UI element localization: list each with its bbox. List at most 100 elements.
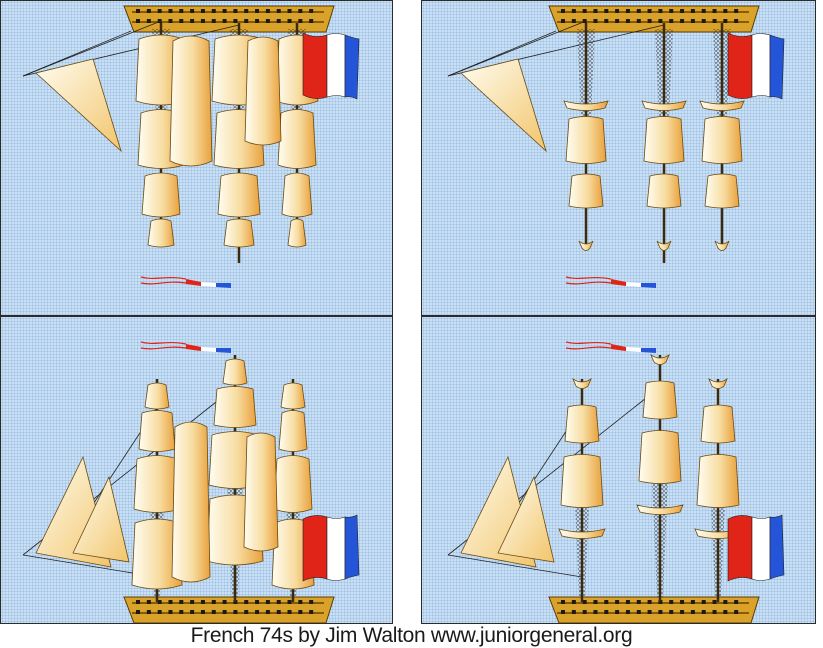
- gunport: [157, 600, 162, 604]
- gunport: [211, 610, 216, 614]
- square-sail: [141, 172, 181, 218]
- gunport: [690, 600, 695, 604]
- gunport: [734, 600, 739, 604]
- gunport: [734, 9, 739, 13]
- furled-sail: [650, 353, 670, 365]
- gunport: [190, 610, 195, 614]
- gunport: [179, 600, 184, 604]
- gunport: [265, 610, 270, 614]
- french-flag-icon: [727, 32, 785, 100]
- square-sail: [642, 380, 678, 420]
- gunport: [658, 610, 663, 614]
- gunport: [200, 19, 205, 23]
- gunport: [712, 19, 717, 23]
- gunport: [561, 610, 565, 614]
- panel-bottom-left[interactable]: [0, 316, 393, 624]
- gunport: [680, 9, 685, 13]
- gunport: [582, 19, 587, 23]
- gunport: [222, 19, 227, 23]
- gunport: [136, 19, 140, 23]
- gunport: [146, 600, 151, 604]
- square-sail: [638, 430, 682, 484]
- gunport: [669, 600, 674, 604]
- gunport: [309, 19, 314, 23]
- gunport: [669, 9, 674, 13]
- gunport: [168, 600, 173, 604]
- square-sail: [287, 218, 307, 248]
- gunport: [647, 19, 652, 23]
- jib-sail: [460, 58, 547, 153]
- gunport: [244, 19, 249, 23]
- gunport: [561, 9, 565, 13]
- gunport: [276, 9, 281, 13]
- gunport: [625, 9, 630, 13]
- square-sail: [704, 173, 740, 209]
- gunport: [561, 600, 565, 604]
- panel-top-right[interactable]: [421, 0, 816, 316]
- square-sail: [280, 382, 306, 410]
- gunport: [701, 610, 706, 614]
- square-sail: [646, 173, 682, 209]
- square-sail: [213, 386, 257, 428]
- french-flag-icon: [302, 514, 360, 582]
- gunport: [298, 9, 303, 13]
- gunport: [690, 19, 695, 23]
- gunport: [200, 9, 205, 13]
- square-sail: [281, 172, 313, 218]
- square-sail: [700, 404, 736, 444]
- gunport: [298, 610, 303, 614]
- gunport: [625, 19, 630, 23]
- gunport: [265, 600, 270, 604]
- gunport: [244, 9, 249, 13]
- gunport: [625, 600, 630, 604]
- gunport: [723, 600, 728, 604]
- square-sail: [131, 518, 183, 590]
- gunport: [276, 19, 281, 23]
- jib-sail: [72, 475, 130, 563]
- gunport: [669, 610, 674, 614]
- gunport: [287, 9, 292, 13]
- square-sail: [277, 109, 317, 169]
- gunport: [701, 19, 706, 23]
- gunport: [179, 9, 184, 13]
- gunport: [604, 610, 609, 614]
- panel-top-left[interactable]: [0, 0, 393, 316]
- pennant-streamer-icon: [140, 341, 231, 353]
- gunport: [222, 9, 227, 13]
- square-sail: [568, 173, 604, 209]
- gunport: [712, 9, 717, 13]
- gunport: [309, 610, 314, 614]
- square-sail: [560, 454, 604, 508]
- gunport: [669, 19, 674, 23]
- gunport: [723, 9, 728, 13]
- stay-line: [447, 554, 583, 578]
- stay-line: [22, 30, 132, 77]
- gunport: [582, 610, 587, 614]
- gunport: [734, 610, 739, 614]
- gunport: [690, 9, 695, 13]
- gunport: [734, 19, 739, 23]
- square-sail: [696, 454, 740, 508]
- gunport: [701, 9, 706, 13]
- ship-full-sail-bottom: [22, 341, 360, 623]
- square-sail: [565, 116, 607, 164]
- square-sail: [643, 116, 685, 164]
- gunport: [287, 610, 292, 614]
- gunport: [244, 600, 249, 604]
- gunport: [168, 9, 173, 13]
- gunport: [200, 600, 205, 604]
- square-sail: [278, 410, 308, 452]
- panel-bottom-right[interactable]: [421, 316, 816, 624]
- french-flag-icon: [302, 32, 360, 100]
- gunport: [604, 19, 609, 23]
- gunport: [680, 600, 685, 604]
- furled-sail: [563, 100, 609, 111]
- gunport: [136, 610, 140, 614]
- gunport: [615, 610, 620, 614]
- square-sail: [217, 172, 261, 218]
- gunport: [298, 19, 303, 23]
- gunport: [190, 9, 195, 13]
- gunport: [157, 610, 162, 614]
- gunport: [636, 610, 641, 614]
- jib-sail: [35, 58, 122, 153]
